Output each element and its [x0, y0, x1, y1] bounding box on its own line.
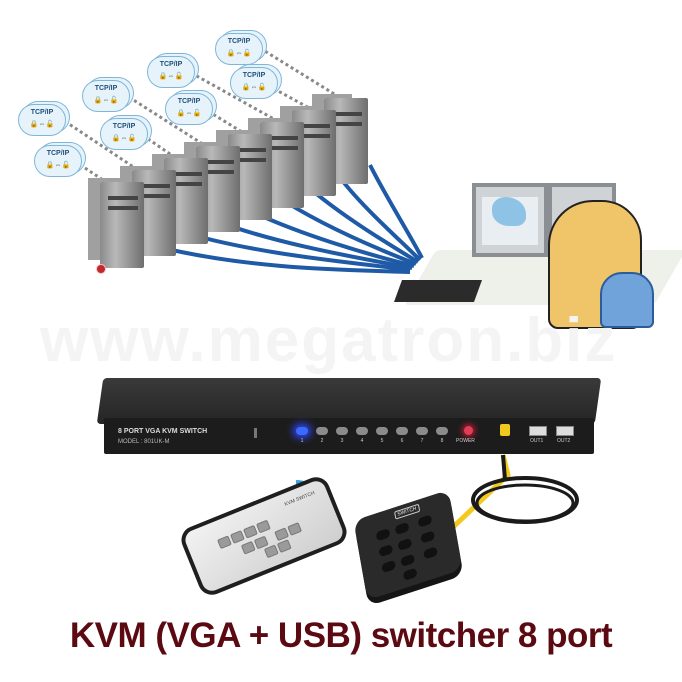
keypad-button[interactable] [420, 530, 436, 544]
power-label: POWER [456, 438, 475, 444]
world-map-screen [482, 197, 538, 245]
cable-lines [59, 43, 424, 274]
tcpip-cloud: TCP/IP🔒⇔🔓 [18, 104, 66, 136]
remote-button[interactable] [242, 524, 258, 539]
keypad-button[interactable] [375, 528, 391, 542]
keypad-button[interactable] [394, 521, 410, 536]
remote-button[interactable] [240, 540, 256, 555]
keypad-button[interactable] [402, 567, 418, 581]
tcpip-cloud: TCP/IP🔒⇔🔓 [230, 67, 278, 99]
usb-port-out1[interactable] [529, 426, 547, 436]
keypad-button[interactable] [423, 546, 438, 560]
keypad-button[interactable] [417, 514, 433, 528]
keypad-button[interactable] [400, 553, 416, 567]
kvm-title: 8 PORT VGA KVM SWITCH [118, 428, 208, 435]
chair-icon [600, 272, 654, 328]
monitor-icon [472, 183, 548, 257]
remote-button[interactable] [217, 535, 232, 550]
kvm-switch-device: 8 PORT VGA KVM SWITCH MODEL : 801UK-M 1 … [96, 378, 602, 454]
power-led [464, 426, 473, 435]
tcpip-cloud: TCP/IP🔒⇔🔓 [100, 118, 148, 150]
keypad-button[interactable] [381, 559, 397, 574]
port-button-8[interactable] [436, 427, 448, 435]
port-button-7[interactable] [416, 427, 428, 435]
keypad-button[interactable] [397, 537, 413, 552]
tcpip-cloud: TCP/IP🔒⇔🔓 [215, 33, 263, 65]
keypad-button[interactable] [378, 543, 394, 558]
keypad-cable-plug [500, 424, 510, 436]
remote-button[interactable] [255, 519, 271, 534]
port-button-1[interactable] [296, 427, 308, 435]
usb-port-out2[interactable] [556, 426, 574, 436]
port-button-5[interactable] [376, 427, 388, 435]
port-button-3[interactable] [336, 427, 348, 435]
kvm-model: MODEL : 801UK-M [118, 439, 170, 445]
remote-button[interactable] [230, 530, 245, 544]
kvm-front-panel: 8 PORT VGA KVM SWITCH MODEL : 801UK-M 1 … [104, 418, 594, 454]
port-button-6[interactable] [396, 427, 408, 435]
tcpip-cloud: TCP/IP🔒⇔🔓 [82, 80, 130, 112]
remote-button[interactable] [263, 544, 279, 559]
tcpip-cloud: TCP/IP🔒⇔🔓 [165, 93, 213, 125]
tcpip-cloud: TCP/IP🔒⇔🔓 [147, 56, 195, 88]
remote-button[interactable] [276, 539, 292, 554]
network-illustration: TCP/IP🔒⇔🔓 TCP/IP🔒⇔🔓 TCP/IP🔒⇔🔓 TCP/IP🔒⇔🔓 … [0, 0, 682, 340]
watermark: www.megatron.biz [40, 306, 618, 375]
computer-tower-icon [96, 182, 144, 274]
tcpip-cloud: TCP/IP🔒⇔🔓 [34, 145, 82, 177]
remote-button[interactable] [287, 522, 303, 536]
port-button-4[interactable] [356, 427, 368, 435]
product-caption: KVM (VGA + USB) switcher 8 port [69, 616, 613, 655]
port-button-2[interactable] [316, 427, 328, 435]
ir-sensor [254, 428, 257, 438]
